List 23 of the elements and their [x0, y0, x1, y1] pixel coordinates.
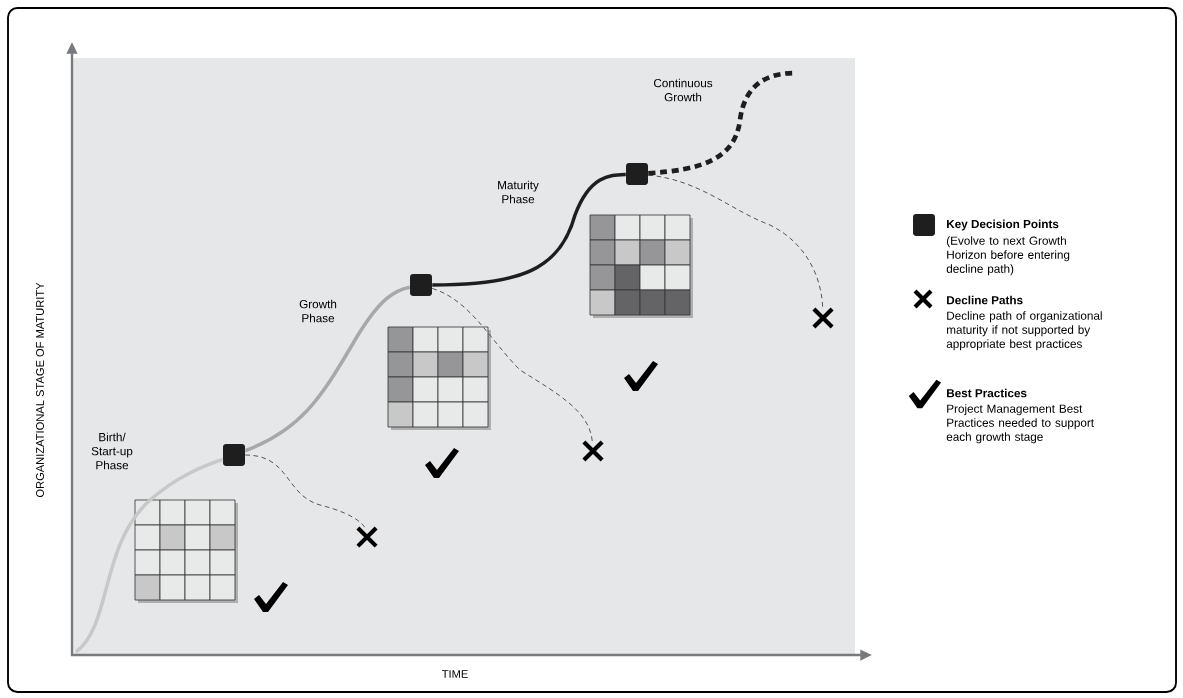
phase-label: Growth Phase — [299, 299, 337, 323]
legend-heading: Key Decision Points — [947, 219, 1059, 231]
legend-description: Project Management Best Practices needed to support each growth stage — [946, 404, 1094, 444]
decision-square — [626, 163, 648, 185]
legend-description: (Evolve to next Growth Horizon before entering decline path) — [946, 236, 1070, 276]
decline-path — [244, 454, 366, 529]
legend-heading: Decline Paths — [947, 295, 1023, 305]
decline-path — [431, 288, 593, 443]
decision-square — [410, 274, 432, 296]
phase-label: Birth/ Start-up Phase — [91, 432, 133, 470]
phase-label: Maturity Phase — [498, 180, 539, 204]
curve — [432, 172, 626, 287]
cross-mark — [811, 306, 835, 330]
decision-square — [223, 444, 245, 466]
legend-heading: Best Practices — [947, 388, 1027, 398]
cross-mark — [355, 525, 379, 549]
curve — [74, 457, 224, 654]
cross-mark — [581, 439, 605, 463]
axis-label: ORGANIZATIONAL STAGE OF MATURITY — [36, 282, 44, 498]
phase-label: Continuous Growth — [653, 78, 713, 102]
legend-description: Decline path of organizational maturity if not supported by appropriate best practices — [946, 311, 1102, 351]
axis-label: TIME — [441, 670, 468, 678]
curve — [244, 285, 411, 453]
